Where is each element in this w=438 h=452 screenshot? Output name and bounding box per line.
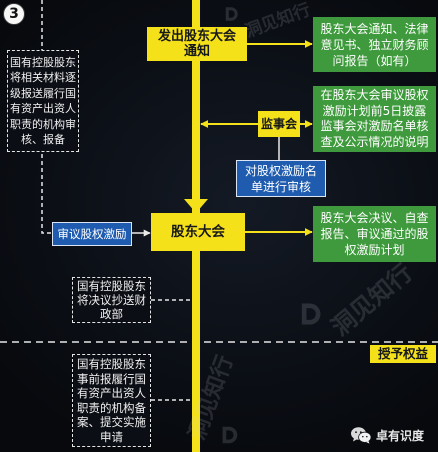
node-text-line: 激励计划前5日披露 xyxy=(322,103,427,118)
node-text-line: 将决议抄送财 xyxy=(77,293,146,307)
step-number: 3 xyxy=(9,6,19,22)
state-shareholder-report-node: 国有控股股东 将相关材料逐 级报送履行国 有资产出资人 职责的机构审 核、报备 xyxy=(7,50,79,152)
node-text-line: 报告、审议通过的股 xyxy=(320,227,429,241)
node-text-line: 股东大会决议、自查 xyxy=(320,211,429,225)
brand-footer: 卓有识度 xyxy=(350,426,436,444)
node-text-line: 有资产出资人 xyxy=(77,386,146,400)
node-text-line: 通知 xyxy=(183,44,210,59)
node-text-line: 在股东大会审议股权 xyxy=(320,88,429,102)
node-text-line: 事前报履行国 xyxy=(77,371,146,386)
grant-rights-node: 授予权益 xyxy=(370,345,436,363)
step-number-badge: 3 xyxy=(3,3,25,25)
node-label: 授予权益 xyxy=(377,346,428,361)
node-text-line: 国有控股股东 xyxy=(77,279,146,293)
shareholders-meeting-node: 股东大会 xyxy=(151,213,245,251)
copy-to-finance-ministry-node: 国有控股股东 将决议抄送财 政部 xyxy=(72,277,151,323)
meeting-outputs-node: 股东大会决议、自查 报告、审议通过的股 权激励计划 xyxy=(313,206,436,262)
node-text-line: 国有控股股东 xyxy=(77,357,146,371)
node-text-line: 国有控股股东 xyxy=(10,55,76,69)
node-text-line: 案、提交实施 xyxy=(77,415,146,429)
node-text-line: 将相关材料逐 xyxy=(10,71,76,84)
send-notice-node: 发出股东大会 通知 xyxy=(147,27,247,61)
notice-documents-node: 股东大会通知、法律 意见书、独立财务顾 问报告（如有） xyxy=(313,17,436,72)
node-label: 监事会 xyxy=(260,116,297,131)
node-text-line: 有资产出资人 xyxy=(10,102,76,115)
node-label: 审议股权激励 xyxy=(57,226,127,241)
wechat-icon xyxy=(351,427,372,444)
supervisory-board-node: 监事会 xyxy=(258,111,300,137)
incentive-list-review-node: 对股权激励名 单进行审核 xyxy=(236,160,326,197)
node-text-line: 级报送履行国 xyxy=(10,86,76,100)
brand-name: 卓有识度 xyxy=(376,428,425,443)
node-text-line: 股东大会通知、法律 xyxy=(320,21,429,36)
node-text-line: 职责的机构备 xyxy=(77,400,146,415)
node-text-line: 对股权激励名 xyxy=(244,163,317,178)
main-flow-arrowhead xyxy=(184,199,208,213)
node-text-line: 意见书、独立财务顾 xyxy=(320,37,429,52)
node-text-line: 发出股东大会 xyxy=(157,29,236,44)
node-text-line: 职责的机构审 xyxy=(10,117,76,131)
node-text-line: 单进行审核 xyxy=(250,179,311,194)
pre-filing-node: 国有控股股东 事前报履行国 有资产出资人 职责的机构备 案、提交实施 申请 xyxy=(72,354,151,447)
supervisor-disclosure-node: 在股东大会审议股权 激励计划前5日披露 监事会对激励名单核 查及公示情况的说明 xyxy=(313,86,436,152)
node-text-line: 核、报备 xyxy=(21,133,65,146)
node-text-line: 问报告（如有） xyxy=(332,53,417,68)
node-text-line: 查及公示情况的说明 xyxy=(320,134,429,149)
node-text-line: 政部 xyxy=(100,307,123,321)
review-equity-incentive-node: 审议股权激励 xyxy=(52,222,132,246)
node-text-line: 申请 xyxy=(100,429,123,444)
node-text-line: 权激励计划 xyxy=(344,243,405,257)
node-text-line: 监事会对激励名单核 xyxy=(320,119,429,133)
node-label: 股东大会 xyxy=(171,224,225,240)
